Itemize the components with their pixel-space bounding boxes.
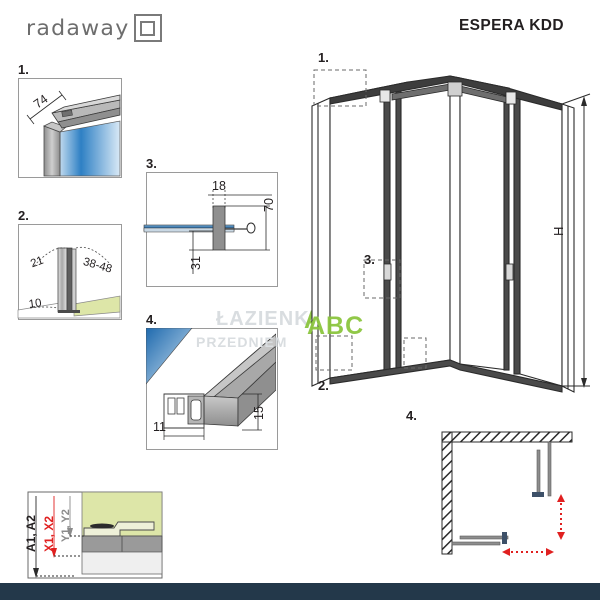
main-height-label: H [551,226,566,236]
callout-box-2 [315,335,353,371]
detail-3-dim-18: 18 [212,179,226,193]
detail-3-dim-70: 70 [262,198,276,212]
section-view-drawing [27,491,163,579]
callout-box-3 [363,259,401,299]
footer-bar [0,583,600,600]
detail-2-graphic [17,246,121,319]
section-label-y: Y1, Y2 [60,509,72,542]
main-callout-3: 3. [364,252,375,267]
detail-3-graphic [143,190,272,274]
page-title: ESPERA KDD [0,17,586,35]
plan-view-drawing [441,431,573,556]
callout-box-1 [313,69,367,107]
detail-4-dim-15: 15 [252,406,266,420]
detail-4-dim-11: 11 [153,420,166,434]
main-callout-1: 1. [318,50,329,65]
detail-2-tag: 2. [18,208,29,223]
detail-1-graphic [26,90,121,177]
brand-name: radaway [26,16,130,40]
section-label-x: X1, X2 [42,515,56,552]
main-enclosure-drawing [311,69,591,393]
watermark-abc-main: ABC [307,312,365,340]
section-label-a: A1, A2 [24,515,38,552]
watermark-faint-top: ŁAZIENKI [216,308,317,330]
watermark-faint-bottom: PRZEDNIEM [196,334,288,350]
detail-4-graphic [146,328,276,440]
detail-3-dim-31: 31 [189,256,203,270]
main-callout-2: 2. [318,378,329,393]
detail-1-tag: 1. [18,62,29,77]
detail-4-tag: 4. [146,312,157,327]
brand-logo: radaway [26,14,162,42]
detail-2-dim-10: 10 [28,297,43,311]
detail-3-tag: 3. [146,156,157,171]
page-title-text: ESPERA KDD [458,17,564,34]
callout-box-4 [403,337,427,369]
main-callout-4: 4. [406,408,417,423]
square-logo-icon [133,14,162,42]
travel-arrows [506,498,562,553]
